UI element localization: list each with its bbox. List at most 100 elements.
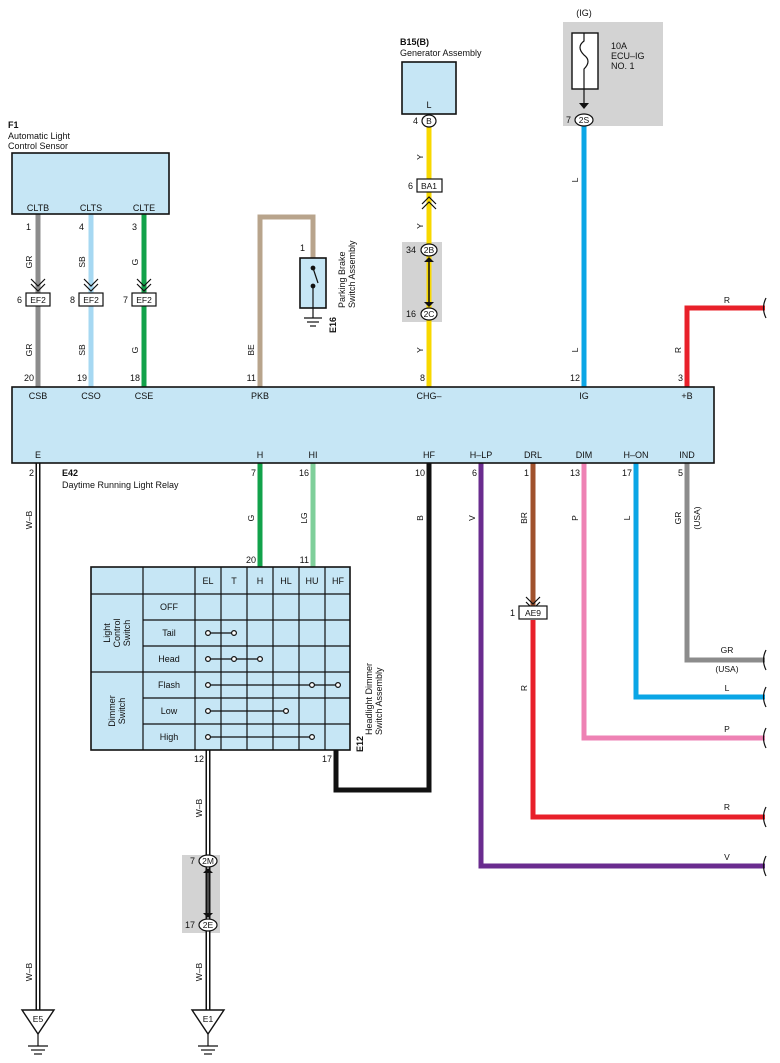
connector-2c [420,307,438,321]
label-g-2: G [130,347,140,354]
label-usa-1: (USA) [692,506,702,529]
svg-text:13: 13 [570,468,580,478]
svg-text:10: 10 [415,468,425,478]
label-b: B [415,515,425,521]
svg-text:OFF: OFF [160,602,178,612]
svg-text:HF: HF [423,450,435,460]
svg-text:DIM: DIM [576,450,593,460]
svg-text:H: H [257,576,264,586]
label-wb-1: W–B [24,510,34,529]
wire-be-pkb [257,214,316,388]
wire-v-hlp [478,463,765,869]
svg-text:PKB: PKB [251,391,269,401]
f1-name-line2: Control Sensor [8,141,68,151]
f1-name-line1: Automatic Light [8,131,71,141]
label-v-2: V [724,852,730,862]
splice-2b-2c-arrows [424,257,434,307]
e12-row-labels: OFF Tail Head Flash Low High [158,602,180,742]
e16-switch-symbol [304,265,322,327]
svg-text:DRL: DRL [524,450,542,460]
svg-text:Switch: Switch [122,620,132,647]
b15-pin-letter: B [426,116,432,126]
connector-ba1-arrow [421,196,437,210]
e42-code: E42 [62,468,78,478]
label-p-2: P [724,724,730,734]
connector-2e [198,918,218,932]
connector-2c-label: 2C [424,309,435,319]
splice-2b-2c-zone [402,242,442,322]
svg-text:E: E [35,450,41,460]
e16-pin-number: 1 [300,243,305,253]
e12-group2-label: Dimmer Switch [107,695,127,727]
svg-text:H–LP: H–LP [470,450,493,460]
svg-text:HU: HU [306,576,319,586]
svg-text:18: 18 [130,373,140,383]
svg-text:Low: Low [161,706,178,716]
svg-text:CSB: CSB [29,391,48,401]
wire-end-marks [762,297,767,877]
e12-name-line2: Switch Assembly [374,667,384,735]
e42-top-pin-labels: CSB CSO CSE PKB CHG– IG +B [29,391,693,401]
f1-pinnum-4: 4 [79,222,84,232]
connector-2m-label: 2M [202,856,214,866]
e42-top-pin-numbers: 20 19 18 11 8 12 3 [24,373,683,383]
e12-code: E12 [355,736,365,752]
svg-text:Flash: Flash [158,680,180,690]
label-r-1: R [724,295,730,305]
svg-text:Tail: Tail [162,628,176,638]
connector-ba1-label: BA1 [421,181,437,191]
e42-name: Daytime Running Light Relay [62,480,179,490]
connector-ba1-pin: 6 [408,181,413,191]
label-l-1: L [570,177,580,182]
wire-r-plusb [684,305,765,388]
connector-ef2-b [78,292,104,307]
wire-l-hon [633,463,765,700]
label-be: BE [246,344,256,356]
b15-pin-number: 4 [413,116,418,126]
connector-ef2-group [25,278,157,307]
connector-2c-pin: 16 [406,309,416,319]
connector-ef2-c [131,292,157,307]
e12-pin-17: 17 [322,754,332,764]
f1-pinnum-1: 1 [26,222,31,232]
fuse-arrow [579,103,589,109]
svg-text:IND: IND [679,450,695,460]
svg-text:T: T [231,576,237,586]
f1-pin-cltb: CLTB [27,203,49,213]
svg-text:16: 16 [299,468,309,478]
svg-text:HL: HL [280,576,292,586]
svg-text:H: H [257,450,264,460]
connector-ef2-pin-a: 6 [17,295,22,305]
f1-pin-clts: CLTS [80,203,102,213]
f1-sensor-box [11,152,170,215]
wire-p-dim [581,463,765,741]
svg-text:3: 3 [678,373,683,383]
b15-pin-circle [421,114,437,128]
svg-text:H–ON: H–ON [623,450,648,460]
connector-2s [574,113,594,127]
fuse-box [571,32,599,90]
svg-text:HI: HI [309,450,318,460]
connector-ef2-label-c: EF2 [136,295,152,305]
f1-pinnum-3: 3 [132,222,137,232]
label-y-2: Y [415,223,425,229]
svg-text:19: 19 [77,373,87,383]
label-y-3: Y [415,347,425,353]
svg-text:HF: HF [332,576,344,586]
e16-name-line1: Parking Brake [337,251,347,308]
e42-bottom-pin-labels: E H HI HF H–LP DRL DIM H–ON IND [35,450,695,460]
svg-text:Switch: Switch [117,698,127,725]
svg-text:2: 2 [29,468,34,478]
e12-switch-table [90,566,351,751]
connector-ae9 [518,605,548,620]
ground-e5-label: E5 [33,1014,44,1024]
svg-text:IG: IG [579,391,589,401]
e12-column-headers: EL T H HL HU HF [202,576,344,586]
label-g-1: G [130,259,140,266]
wire-gr-ind [684,463,765,663]
label-sb-2: SB [77,344,87,356]
splice-2m-2e-arrows [203,868,213,918]
connector-ae9-pin: 1 [510,608,515,618]
connector-ef2-pin-b: 8 [70,295,75,305]
